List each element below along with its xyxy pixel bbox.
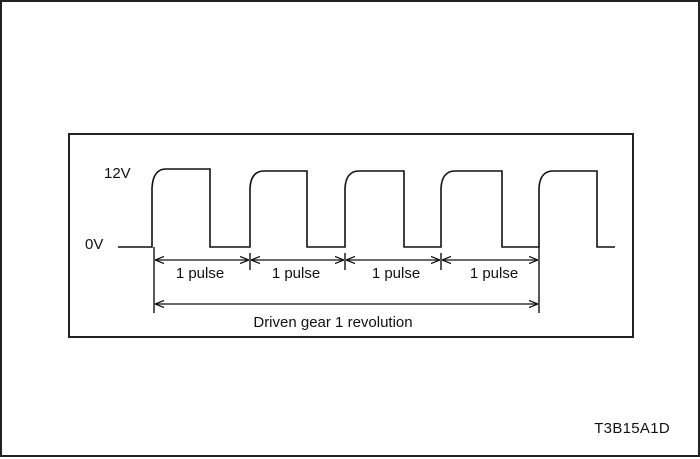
- diagram-box: [68, 133, 634, 338]
- pulse-labels: 1 pulse 1 pulse 1 pulse 1 pulse: [168, 262, 526, 282]
- pulse-label-1: 1 pulse: [176, 265, 224, 282]
- pulse-label-3: 1 pulse: [372, 265, 420, 282]
- pulse-label-4: 1 pulse: [470, 265, 518, 282]
- pulse-label-2: 1 pulse: [272, 265, 320, 282]
- pulse-boundary-ticks: [153, 247, 540, 313]
- revolution-label: Driven gear 1 revolution: [253, 314, 412, 331]
- pulse-waveform: [118, 168, 615, 248]
- voltage-0v-label: 0V: [85, 236, 103, 253]
- voltage-12v-label: 12V: [104, 165, 131, 182]
- figure-code: T3B15A1D: [594, 420, 670, 437]
